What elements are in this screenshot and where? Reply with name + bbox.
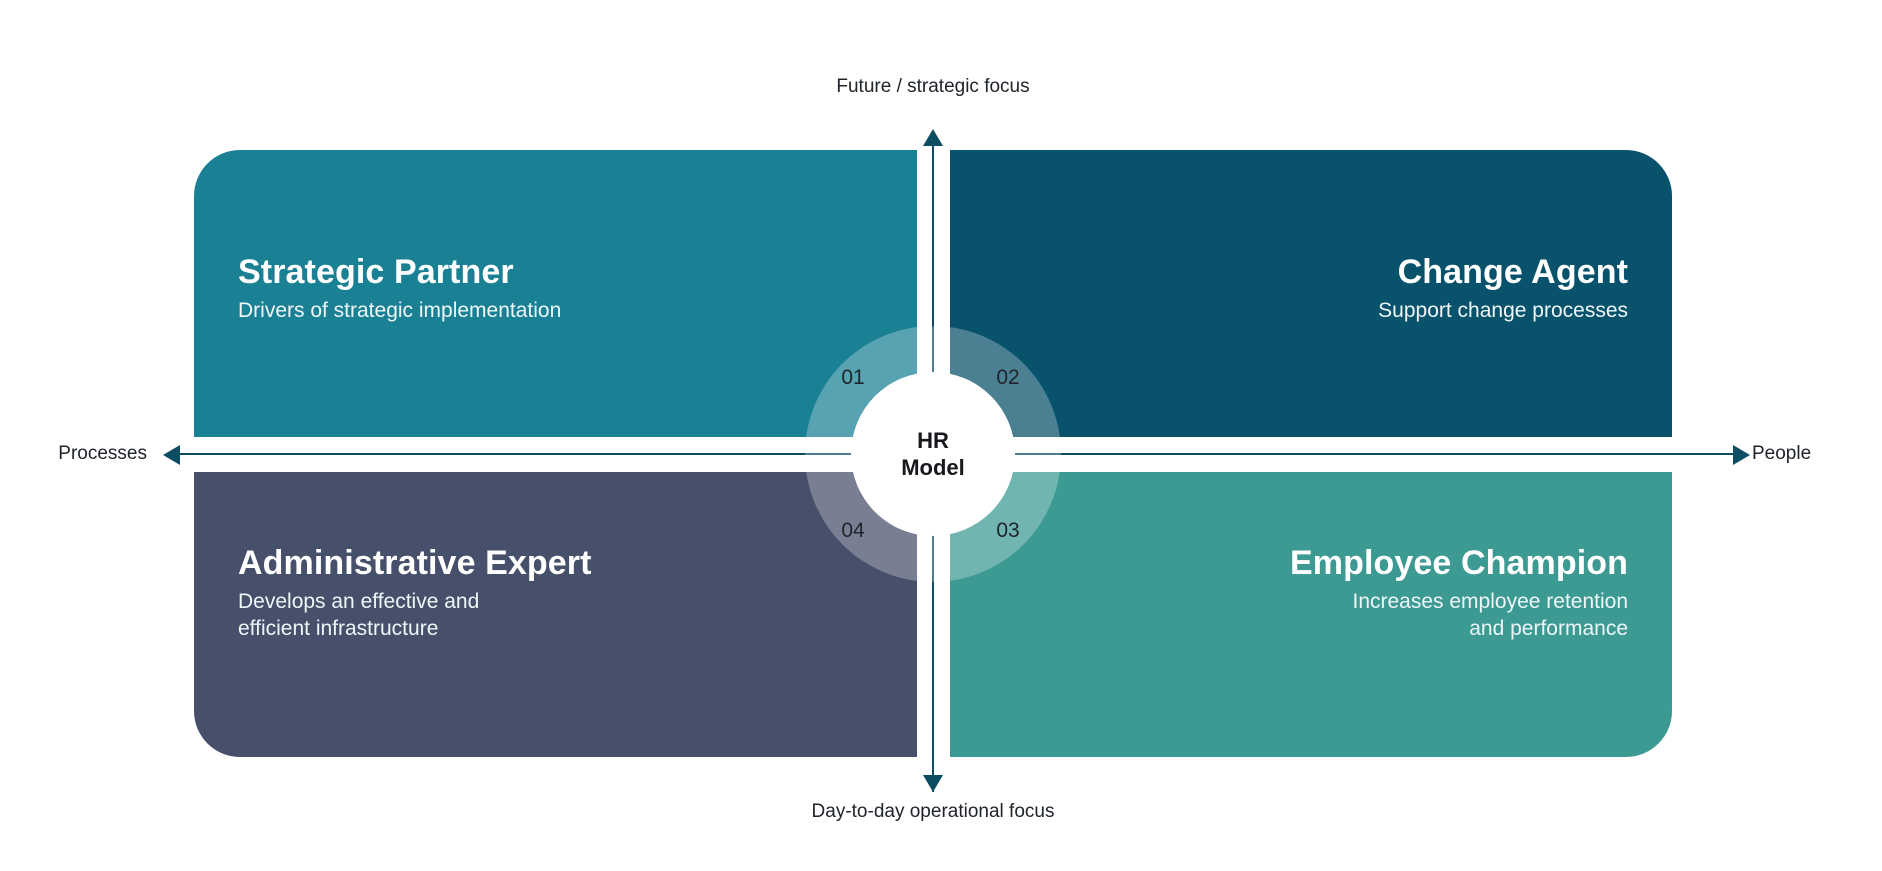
arrow-down-icon xyxy=(923,775,943,792)
quadrant-text-block: Employee Champion Increases employee ret… xyxy=(950,544,1672,643)
axis-label-day-to-day-operational-focus: Day-to-day operational focus xyxy=(811,801,1055,822)
subtitle-line-1: Develops an effective and xyxy=(238,590,480,614)
ring-number-04: 04 xyxy=(841,519,865,542)
ring-number-03: 03 xyxy=(996,519,1020,542)
quadrant-employee-champion[interactable]: Employee Champion Increases employee ret… xyxy=(950,472,1672,757)
arrow-left-icon xyxy=(163,445,180,465)
quadrant-text-block: Strategic Partner Drivers of strategic i… xyxy=(194,253,917,325)
center-hub-line-2: Model xyxy=(901,455,965,480)
ring-number-01: 01 xyxy=(841,366,865,389)
quadrant-title-strategic-partner: Strategic Partner xyxy=(238,253,514,292)
center-hub-line-1: HR xyxy=(917,427,949,453)
ring-number-02: 02 xyxy=(996,366,1020,389)
arrow-up-icon xyxy=(923,129,943,146)
axis-label-future-strategic-focus: Future / strategic focus xyxy=(836,76,1030,97)
axis-label-processes: Processes xyxy=(58,443,147,464)
subtitle-line-2: efficient infrastructure xyxy=(238,616,439,640)
quadrant-subtitle-administrative-expert: Develops an effective and efficient infr… xyxy=(238,589,873,643)
subtitle-line-2: and performance xyxy=(1469,616,1628,640)
axis-label-people: People xyxy=(1752,443,1812,464)
quadrant-text-block: Change Agent Support change processes xyxy=(950,253,1672,325)
quadrant-strategic-partner[interactable]: Strategic Partner Drivers of strategic i… xyxy=(194,150,917,437)
quadrant-subtitle-change-agent: Support change processes xyxy=(1378,299,1628,323)
quadrant-administrative-expert[interactable]: Administrative Expert Develops an effect… xyxy=(194,472,917,757)
quadrant-title-administrative-expert: Administrative Expert xyxy=(238,544,592,582)
arrow-right-icon xyxy=(1733,445,1750,465)
quadrant-title-change-agent: Change Agent xyxy=(1397,253,1628,292)
quadrant-text-block: Administrative Expert Develops an effect… xyxy=(194,544,917,643)
quadrant-subtitle-employee-champion: Increases employee retention and perform… xyxy=(994,589,1629,643)
quadrant-subtitle-strategic-partner: Drivers of strategic implementation xyxy=(238,299,562,323)
quadrant-title-employee-champion: Employee Champion xyxy=(1290,544,1628,582)
quadrant-change-agent[interactable]: Change Agent Support change processes xyxy=(950,150,1672,437)
center-hub-circle[interactable]: HR Model xyxy=(851,372,1015,536)
subtitle-line-1: Increases employee retention xyxy=(1352,590,1629,614)
